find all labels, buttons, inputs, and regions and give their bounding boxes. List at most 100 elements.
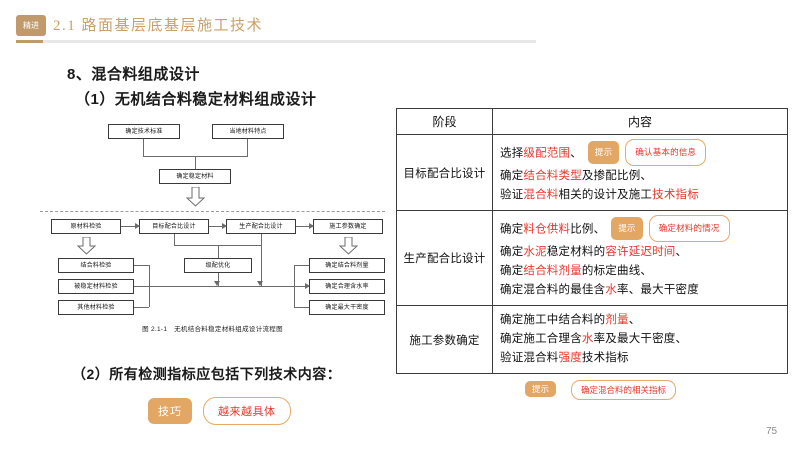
flow-connector: [121, 226, 139, 227]
flow-connector: [261, 234, 262, 245]
col-header-stage: 阶段: [396, 108, 493, 135]
flow-node-确定结合料剂量: 确定结合料剂量: [309, 258, 385, 273]
content-text: 确定: [500, 246, 524, 258]
flow-arrowhead: [309, 223, 314, 229]
flow-node-被稳定材料检验: 被稳定材料检验: [58, 279, 134, 294]
flow-connector: [296, 226, 313, 227]
content-line: 确定水泥稳定材料的容许延迟时间、: [500, 243, 787, 262]
table-row: 施工参数确定确定施工中结合料的剂量、确定施工合理含水率及最大干密度、验证混合料强…: [396, 305, 788, 374]
bottom-note: （2）所有检测指标应包括下列技术内容：: [72, 366, 342, 382]
keyword-highlight: 级配范围: [523, 147, 571, 160]
keyword-highlight: 剂量: [605, 314, 629, 326]
flow-arrowhead: [135, 223, 140, 229]
flow-block-arrow-down: [77, 237, 96, 255]
cell-stage: 生产配合比设计: [396, 210, 493, 306]
flow-connector: [134, 307, 149, 308]
content-line: 确定混合料的最佳含水率、最大干密度: [500, 281, 787, 300]
flow-connector: [195, 156, 196, 169]
flow-connector: [294, 265, 295, 307]
flow-connector: [149, 286, 309, 287]
skill-badge: 技巧: [148, 398, 192, 424]
flow-connector: [247, 139, 248, 156]
keyword-highlight: 水: [605, 284, 618, 296]
content-text: 的标定曲线、: [581, 265, 653, 277]
keyword-highlight: 技术指标: [652, 189, 699, 201]
flow-block-arrow-down: [186, 187, 205, 207]
flow-connector: [143, 139, 144, 156]
content-text: 率及最大干密度、: [593, 333, 688, 345]
flow-node-生产配合比设计: 生产配合比设计: [226, 219, 296, 234]
flow-connector: [218, 245, 219, 258]
flow-connector: [134, 265, 149, 266]
content-text: 确定: [500, 223, 524, 236]
content-text: 、: [675, 246, 688, 258]
subsection-heading: （1）无机结合料稳定材料组成设计: [75, 91, 317, 108]
flow-connector: [174, 234, 175, 245]
flow-connector: [294, 307, 309, 308]
section-heading: 8、混合料组成设计: [67, 66, 200, 83]
table-body: 目标配合比设计选择级配范围、提示确认基本的信息确定结合料类型及掺配比例、验证混合…: [396, 134, 788, 374]
flow-node-确定技术标准: 确定技术标准: [108, 124, 180, 139]
col-header-content: 内容: [492, 108, 788, 135]
stage-content-table: 阶段 内容 目标配合比设计选择级配范围、提示确认基本的信息确定结合料类型及掺配比…: [396, 108, 788, 403]
flow-divider: [40, 211, 385, 212]
content-text: 确定施工中结合料的: [500, 314, 606, 326]
flow-arrowhead: [222, 223, 227, 229]
flow-connector: [261, 245, 262, 287]
flow-connector: [294, 265, 309, 266]
flow-connector: [294, 286, 309, 287]
table-row: 目标配合比设计选择级配范围、提示确认基本的信息确定结合料类型及掺配比例、验证混合…: [396, 134, 788, 211]
hint-badge: 提示: [525, 381, 557, 397]
hint-tag: 确定材料的情况: [648, 215, 730, 242]
flow-node-级配优化: 级配优化: [184, 258, 252, 273]
header-rule-accent: [16, 40, 43, 43]
cell-stage: 施工参数确定: [396, 305, 493, 374]
page-number: 75: [766, 426, 778, 437]
content-text: 技术指标: [581, 352, 629, 364]
keyword-highlight: 容许延迟时间: [605, 246, 676, 258]
table-header-row: 阶段 内容: [396, 108, 788, 135]
content-text: 稳定材料的: [546, 246, 606, 258]
keyword-highlight: 水泥: [523, 246, 547, 258]
content-text: 确定: [500, 265, 524, 277]
keyword-highlight: 料仓供料: [523, 223, 571, 236]
flow-connector: [218, 273, 219, 287]
content-text: 、: [628, 314, 641, 326]
header-rule: [16, 40, 536, 43]
content-text: 确定施工合理含: [500, 333, 582, 345]
content-line: 确定施工合理含水率及最大干密度、: [500, 330, 787, 349]
cell-content: 选择级配范围、提示确认基本的信息确定结合料类型及掺配比例、验证混合料相关的设计及…: [492, 134, 788, 211]
flow-node-原材料检验: 原材料检验: [51, 219, 121, 234]
flow-node-施工参数确定: 施工参数确定: [313, 219, 383, 234]
content-line: 确定料仓供料比例、提示确定材料的情况: [500, 215, 787, 243]
content-text: 、: [570, 147, 582, 160]
content-line: 选择级配范围、提示确认基本的信息: [500, 139, 787, 167]
content-text: 验证: [500, 189, 524, 201]
flow-connector: [134, 286, 149, 287]
hint-tag: 确认基本的信息: [625, 139, 707, 166]
content-line: 确定结合料剂量的标定曲线、: [500, 262, 787, 281]
flow-arrowhead: [257, 281, 263, 286]
table: 阶段 内容 目标配合比设计选择级配范围、提示确认基本的信息确定结合料类型及掺配比…: [396, 108, 788, 374]
content-text: 选择: [500, 147, 524, 160]
flow-node-其他材料检验: 其他材料检验: [58, 300, 134, 315]
hint-tag: 确定混合料的相关指标: [571, 380, 677, 400]
content-line: 验证混合料强度技术指标: [500, 349, 787, 368]
keyword-highlight: 水: [581, 333, 594, 345]
flow-node-当地材料特点: 当地材料特点: [212, 124, 284, 139]
content-line: 验证混合料相关的设计及施工技术指标: [500, 186, 787, 205]
content-text: 比例、: [570, 223, 606, 236]
flow-node-确定合理含水率: 确定合理含水率: [309, 279, 385, 294]
flow-node-结合料检验: 结合料检验: [58, 258, 134, 273]
slide-header: 精进 2.1 路面基层底基层施工技术: [0, 0, 800, 48]
content-text: 及掺配比例、: [581, 170, 653, 182]
table-row: 生产配合比设计确定料仓供料比例、提示确定材料的情况确定水泥稳定材料的容许延迟时间…: [396, 210, 788, 306]
flow-node-确定稳定材料: 确定稳定材料: [159, 169, 231, 184]
keyword-highlight: 混合料: [523, 189, 559, 201]
cell-content: 确定料仓供料比例、提示确定材料的情况确定水泥稳定材料的容许延迟时间、确定结合料剂…: [492, 210, 788, 306]
header-title: 2.1 路面基层底基层施工技术: [53, 18, 264, 34]
keyword-highlight: 结合料剂量: [523, 265, 582, 277]
skill-tag: 越来越具体: [203, 397, 291, 425]
content-text: 率、最大干密度: [617, 284, 699, 296]
